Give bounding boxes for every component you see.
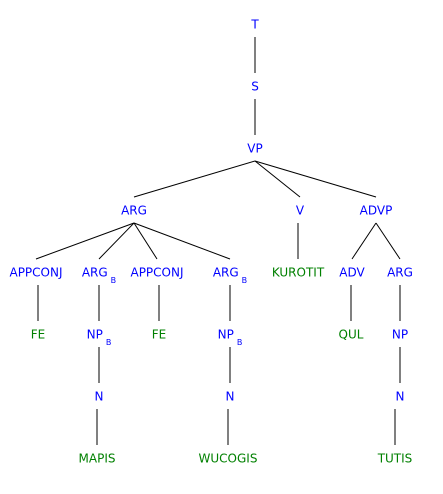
node-label: NP	[218, 328, 234, 342]
node-appconj: APPCONJ	[9, 266, 62, 280]
node-vp: VP	[247, 142, 262, 156]
tree-nodes: FEAPPCONJMAPISNNPBARGBFEAPPCONJWUCOGISNN…	[9, 18, 412, 466]
tree-edge	[133, 222, 231, 260]
node-advp: ADVP	[360, 204, 393, 218]
node-label: NP	[392, 328, 408, 342]
node-np: NP	[392, 328, 408, 342]
node-label: NP	[87, 328, 103, 342]
node-label: ARG	[121, 204, 147, 218]
tree-edges	[35, 37, 401, 445]
node-label: ADV	[339, 266, 365, 280]
terminal-mapis: MAPIS	[79, 452, 116, 466]
node-n: N	[95, 390, 104, 404]
node-np: NPB	[218, 328, 243, 348]
node-label: ADVP	[360, 204, 393, 218]
tree-edge	[375, 222, 401, 260]
node-label: T	[250, 18, 259, 32]
node-label: ARG	[82, 266, 108, 280]
tree-edge	[254, 160, 377, 198]
node-subscript: B	[237, 338, 243, 347]
node-label: TUTIS	[377, 452, 413, 466]
node-label: S	[251, 80, 259, 94]
terminal-qul: QUL	[339, 328, 364, 342]
terminal-wucogis: WUCOGIS	[199, 452, 258, 466]
tree-edge	[133, 222, 158, 260]
terminal-tutis: TUTIS	[377, 452, 413, 466]
terminal-fe: FE	[152, 328, 166, 342]
node-subscript: B	[106, 338, 112, 347]
node-n: N	[226, 390, 235, 404]
node-arg: ARG	[387, 266, 413, 280]
node-label: MAPIS	[79, 452, 116, 466]
node-label: FE	[152, 328, 166, 342]
node-np: NPB	[87, 328, 112, 348]
node-arg: ARG	[121, 204, 147, 218]
tree-edge	[254, 160, 301, 198]
node-label: QUL	[339, 328, 364, 342]
tree-edge	[35, 222, 135, 260]
node-label: WUCOGIS	[199, 452, 258, 466]
tree-edge	[351, 222, 377, 260]
node-label: KUROTIT	[272, 266, 325, 280]
node-subscript: B	[242, 276, 248, 285]
node-s: S	[251, 80, 259, 94]
node-label: APPCONJ	[130, 266, 183, 280]
node-label: N	[226, 390, 235, 404]
node-v: V	[296, 204, 305, 218]
terminal-kurotit: KUROTIT	[272, 266, 325, 280]
node-label: ARG	[213, 266, 239, 280]
node-label: ARG	[387, 266, 413, 280]
terminal-fe: FE	[31, 328, 45, 342]
tree-edge	[133, 160, 256, 198]
node-label: N	[95, 390, 104, 404]
node-adv: ADV	[339, 266, 365, 280]
node-appconj: APPCONJ	[130, 266, 183, 280]
node-t: T	[250, 18, 259, 32]
node-subscript: B	[111, 276, 117, 285]
tree-edge	[98, 222, 135, 260]
node-label: V	[296, 204, 305, 218]
node-n: N	[396, 390, 405, 404]
node-label: VP	[247, 142, 262, 156]
node-label: APPCONJ	[9, 266, 62, 280]
node-label: N	[396, 390, 405, 404]
node-label: FE	[31, 328, 45, 342]
